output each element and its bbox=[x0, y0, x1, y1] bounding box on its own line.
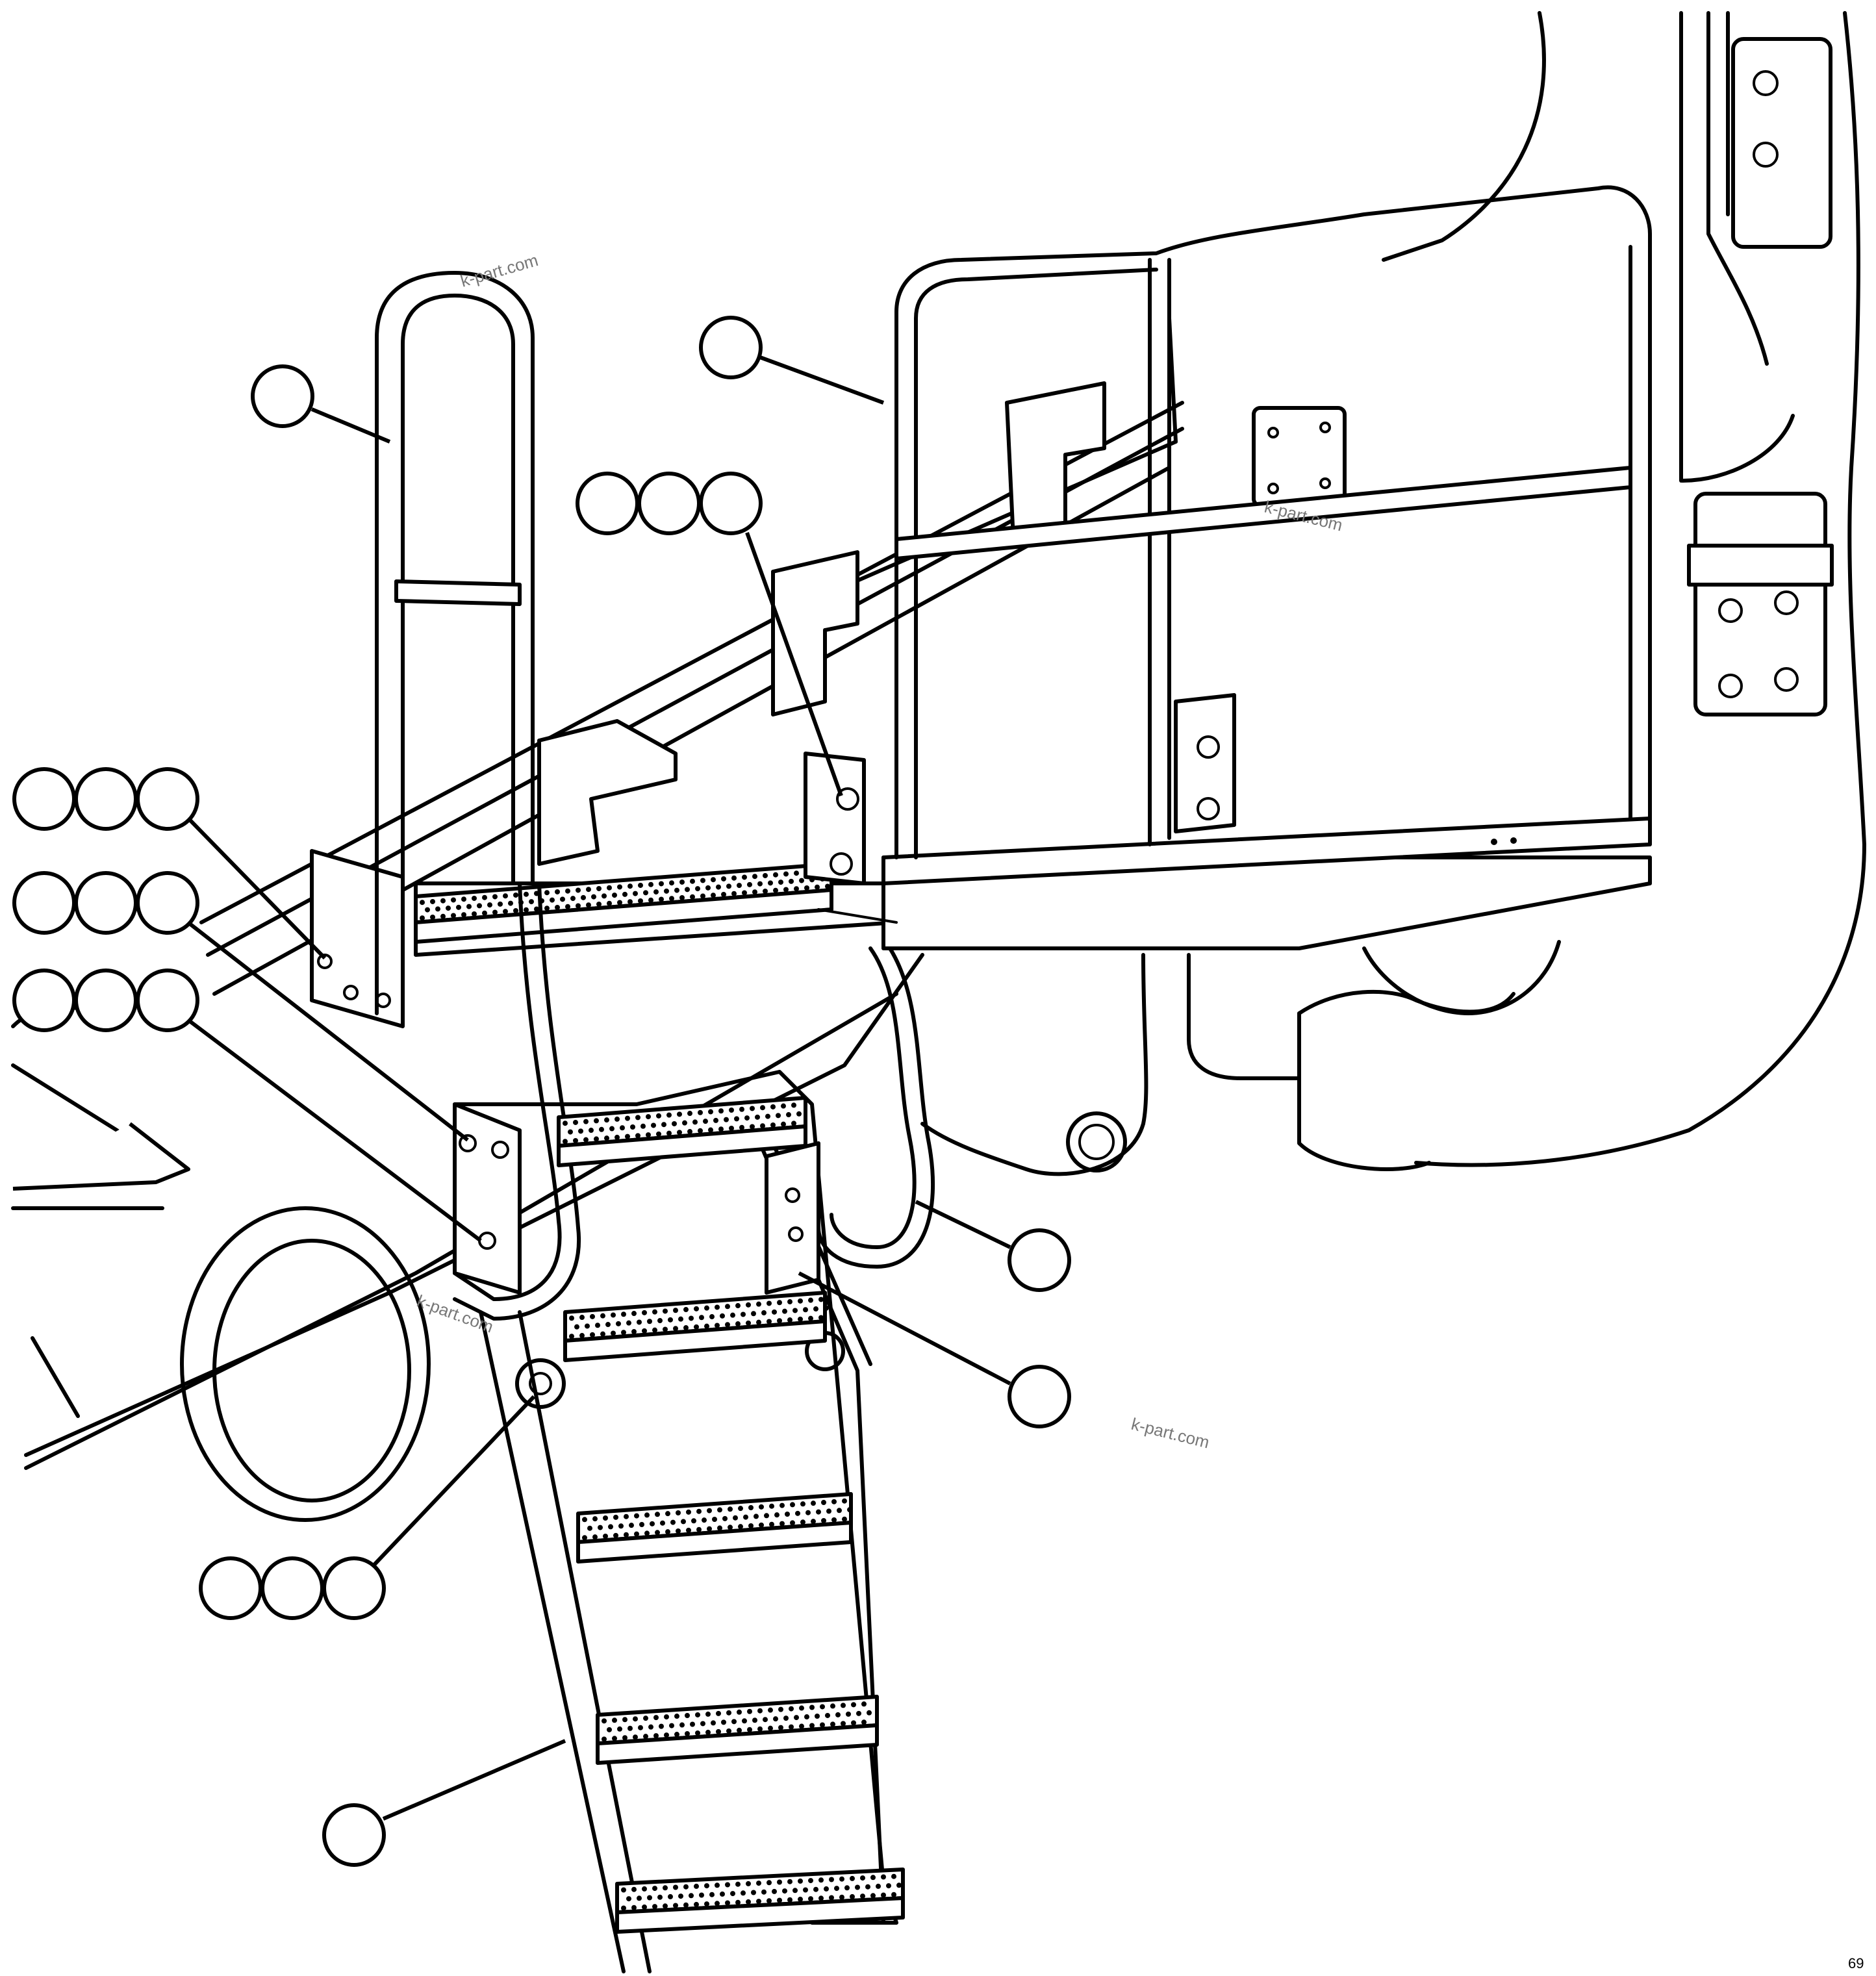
callout-guard-rail bbox=[699, 316, 763, 379]
ladder bbox=[453, 1070, 905, 1973]
callout-bolt-platform-2 bbox=[637, 472, 701, 535]
lower-handrail bbox=[453, 881, 935, 1321]
callout-handrail-lower bbox=[1008, 1228, 1071, 1292]
callout-bolt-b-2 bbox=[74, 871, 138, 935]
callout-handrail-left bbox=[251, 364, 314, 428]
machine-frame bbox=[920, 11, 1866, 1176]
callout-bolt-a-3 bbox=[136, 767, 199, 831]
callout-ladder bbox=[322, 1803, 386, 1867]
callout-pivot-1 bbox=[199, 1556, 262, 1620]
ladder-step bbox=[576, 1492, 853, 1564]
figure-number: 69 bbox=[1848, 1955, 1864, 1971]
callout-bolt-c-2 bbox=[74, 969, 138, 1032]
ladder-step bbox=[563, 1291, 829, 1362]
callout-step-bracket bbox=[1008, 1365, 1071, 1428]
callout-bolt-platform-3 bbox=[699, 472, 763, 535]
callout-bolt-a-1 bbox=[12, 767, 76, 831]
callout-bolt-platform-1 bbox=[576, 472, 639, 535]
watermark-4: k-part.com bbox=[1130, 1414, 1211, 1452]
upper-walkway bbox=[310, 752, 898, 1028]
callout-bolt-c-1 bbox=[12, 969, 76, 1032]
callouts bbox=[12, 316, 1071, 1867]
ladder-step bbox=[596, 1695, 879, 1765]
callout-pivot-3 bbox=[322, 1556, 386, 1620]
boom-structure bbox=[11, 316, 1184, 1522]
callout-bolt-a-2 bbox=[74, 767, 138, 831]
callout-bolt-c-3 bbox=[136, 969, 199, 1032]
platform bbox=[817, 185, 1652, 950]
ladder-step bbox=[557, 1096, 807, 1167]
callout-bolt-b-3 bbox=[136, 871, 199, 935]
callout-pivot-2 bbox=[260, 1556, 324, 1620]
left-handrail bbox=[375, 271, 535, 1015]
callout-bolt-b-1 bbox=[12, 871, 76, 935]
ladder-step bbox=[615, 1868, 905, 1934]
